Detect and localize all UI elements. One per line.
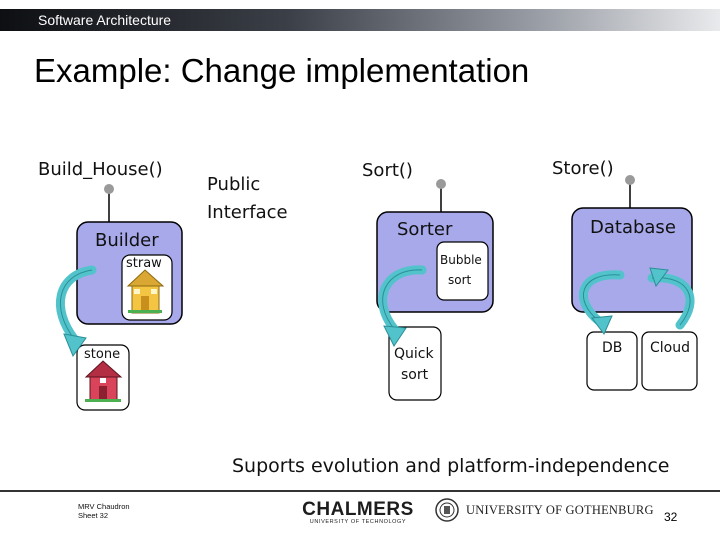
footer-author-block: MRV Chaudron Sheet 32 <box>78 502 130 520</box>
store-method-label: Store() <box>552 158 614 179</box>
public-interface-line-2: Interface <box>207 202 288 223</box>
header-bar <box>0 9 720 31</box>
builder-interface-dot <box>104 184 114 194</box>
bubble-sort-label: Bubble sort <box>440 253 486 287</box>
chalmers-logo-subtext: UNIVERSITY OF TECHNOLOGY <box>309 519 407 525</box>
cloud-label: Cloud <box>650 340 690 356</box>
sort-method-label: Sort() <box>362 160 413 181</box>
db-label: DB <box>602 340 622 356</box>
quick-sort-label: Quick sort <box>394 346 438 383</box>
straw-house-icon <box>126 269 165 314</box>
public-interface-line-1: Public <box>207 174 260 195</box>
chalmers-logo: CHALMERS UNIVERSITY OF TECHNOLOGY <box>298 499 418 525</box>
sorter-interface-dot <box>436 179 446 189</box>
cloud-plugin[interactable] <box>641 331 698 391</box>
page-number: 32 <box>664 510 678 524</box>
footer-divider <box>0 490 720 492</box>
sorter-group: Sort() Sorter Bubble sort Quick sort <box>362 160 494 401</box>
database-interface-dot <box>625 175 635 185</box>
sorter-arrow-head <box>383 325 407 347</box>
builder-group: Build_House() Builder straw stone <box>38 159 183 411</box>
section-title: Software Architecture <box>38 12 172 28</box>
public-interface-label: Public Interface <box>207 174 288 223</box>
straw-label: straw <box>126 256 162 271</box>
bubble-sort-plugin[interactable] <box>436 241 489 301</box>
stone-label: stone <box>84 347 120 362</box>
footer-sheet: Sheet 32 <box>78 511 109 520</box>
architecture-diagram: Build_House() Builder straw stone <box>38 158 698 477</box>
slide-title: Example: Change implementation <box>34 52 530 89</box>
database-group: Store() Database DB Cloud <box>552 158 698 391</box>
footer-author: MRV Chaudron <box>78 502 130 511</box>
database-component[interactable] <box>571 207 693 313</box>
build-house-label: Build_House() <box>38 159 163 180</box>
chalmers-logo-text: CHALMERS <box>302 499 414 520</box>
database-label: Database <box>590 217 676 238</box>
database-db-arrow-head <box>591 315 613 335</box>
gothenburg-seal-icon <box>435 498 459 522</box>
caption: Suports evolution and platform-independe… <box>232 455 669 477</box>
sorter-label: Sorter <box>397 219 453 240</box>
stone-house-icon <box>84 360 123 402</box>
db-plugin[interactable] <box>586 331 638 391</box>
builder-arrow-head <box>63 333 87 358</box>
quick-sort-plugin[interactable] <box>388 326 442 401</box>
database-cloud-arrow-head <box>649 267 669 288</box>
builder-label: Builder <box>95 230 159 251</box>
gothenburg-logo-text: UNIVERSITY OF GOTHENBURG <box>466 503 654 517</box>
